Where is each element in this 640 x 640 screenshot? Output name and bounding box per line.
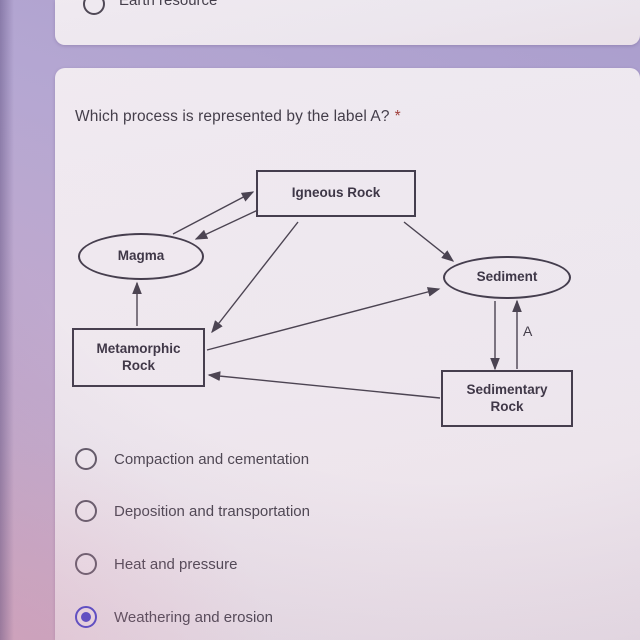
arrow-igneous-to-sediment <box>403 221 455 262</box>
arrow-igneous-to-magma <box>194 209 259 240</box>
arrow-magma-to-igneous <box>172 191 255 235</box>
rock-cycle-diagram: Igneous Rock Magma Sediment Metamorphic … <box>55 160 640 460</box>
option-label: Compaction and cementation <box>114 450 310 468</box>
option-row-weathering-and-erosion[interactable]: Weathering and erosion <box>75 604 273 630</box>
required-asterisk: * <box>394 108 401 125</box>
diagram-arrows <box>132 191 522 399</box>
option-label: Deposition and transportation <box>114 502 310 520</box>
radio-deposition-and-transportation[interactable] <box>75 500 97 522</box>
arrow-sedimentary-to-metamorphic <box>207 371 441 399</box>
arrow-metamorphic-to-sediment <box>206 287 441 351</box>
node-sediment: Sediment <box>443 256 571 299</box>
radio-compaction-and-cementation[interactable] <box>75 448 97 470</box>
radio-earth-resource[interactable] <box>83 0 105 15</box>
option-row-heat-and-pressure[interactable]: Heat and pressure <box>75 551 237 577</box>
option-row-compaction-and-cementation[interactable]: Compaction and cementation <box>75 446 309 472</box>
option-row-deposition-and-transportation[interactable]: Deposition and transportation <box>75 498 310 524</box>
question-card: Which process is represented by the labe… <box>55 68 640 640</box>
radio-heat-and-pressure[interactable] <box>75 553 97 575</box>
node-igneous-rock: Igneous Rock <box>256 170 416 217</box>
question-text-content: Which process is represented by the labe… <box>75 108 390 125</box>
node-sedimentary-rock: Sedimentary Rock <box>441 370 573 427</box>
previous-question-card: Earth resource <box>55 0 640 45</box>
option-label: Heat and pressure <box>114 555 238 573</box>
node-magma: Magma <box>78 233 204 280</box>
arrow-igneous-to-metamorphic <box>211 221 299 334</box>
previous-option-label: Earth resource <box>119 0 218 9</box>
radio-weathering-and-erosion[interactable] <box>75 606 97 628</box>
option-label: Weathering and erosion <box>114 608 273 626</box>
node-metamorphic-rock: Metamorphic Rock <box>72 328 205 387</box>
diagram-label-a: A <box>523 323 533 339</box>
question-text: Which process is represented by the labe… <box>75 108 401 126</box>
